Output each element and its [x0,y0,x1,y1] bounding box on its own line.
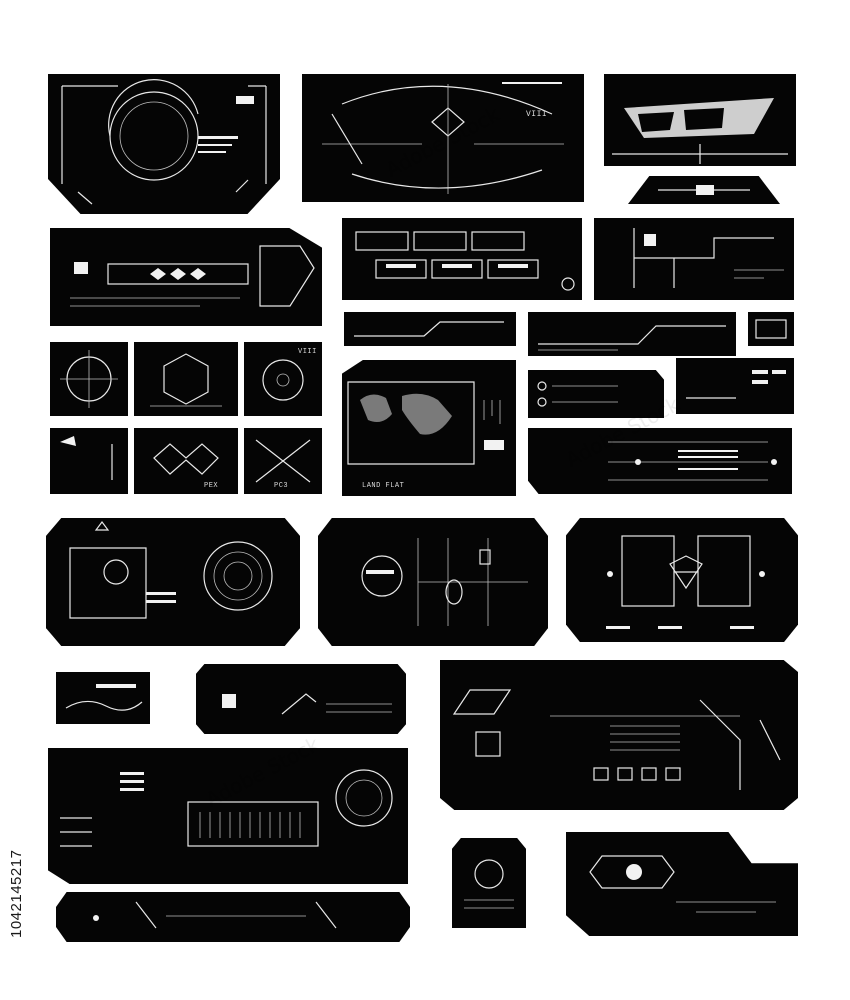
tile-4-graphic [60,436,113,480]
hud-panel-plot [318,518,548,646]
monitors-graphic [355,231,575,291]
hud-panel-hex-node [566,832,798,936]
hud-panel-octagon-gauge [48,74,280,214]
wide-card-graphic [222,693,392,715]
hud-panel-control-deck [48,748,408,884]
dashboard-graphic [452,689,781,790]
panel-tag: VIII [526,110,548,119]
hud-strip-b [528,312,736,356]
hud-tile-2 [134,342,238,416]
hud-panel-diamonds [50,228,322,326]
panel-caption: LAND FLAT [362,482,405,490]
hud-panel-world-map: LAND FLAT [342,360,516,496]
hud-panel-circuit [594,218,794,300]
hud-strip-a [344,312,516,346]
tile-6-graphic [255,439,311,483]
hud-panel-dashboard [440,660,798,810]
radar-graphic [69,521,273,619]
panel-tag: PC3 [274,482,289,490]
diamonds-graphic [70,245,315,307]
hud-tile-5: PEX [134,428,238,494]
plot-graphic [361,538,528,626]
tile-5-graphic [153,443,219,475]
strip-c-graphic [755,319,787,339]
hud-tile-4 [50,428,128,494]
hud-panel-bottom-bar [56,892,410,942]
hud-panel-indicators [528,370,664,418]
strip-b-graphic [538,325,726,351]
hud-panel-small-card [56,672,150,724]
hud-tile-3: VIII [244,342,322,416]
hud-panel-dotlines [528,428,792,494]
circuit-graphic [633,228,784,288]
bottom-bar-graphic [93,901,337,929]
indicators-graphic [537,381,618,407]
tile-3-graphic [262,359,304,401]
strip-a-graphic [354,321,504,337]
chart-mini-graphic [686,370,786,399]
hud-panel-navigation: VIII [302,74,584,202]
hud-panel-schematic [566,518,798,642]
hud-panel-slider-strip [628,176,780,204]
dotlines-graphic [608,441,777,481]
slider-graphic [658,185,750,195]
square-graphic [464,859,514,909]
hud-panel-terrain [604,74,796,166]
control-deck-graphic [60,769,393,847]
hex-node-graphic [589,855,776,913]
panel-tag: PEX [204,482,219,490]
schematic-graphic [606,535,765,629]
small-card-graphic [65,684,143,711]
hud-strip-c [748,312,794,346]
hud-panel-monitors [342,218,582,300]
gauge-graphic [61,79,267,205]
navigation-graphic [322,82,564,194]
hud-panel-wide-card [196,664,406,734]
hud-panel-chart-mini [676,358,794,414]
hud-panel-radar [46,518,300,646]
image-id-label: 1042145217 [8,849,25,938]
hud-tile-6: PC3 [244,428,322,494]
world-map-graphic [347,381,504,465]
terrain-graphic [612,98,788,164]
tile-1-graphic [60,350,118,408]
panel-tag: VIII [298,348,317,356]
hud-tile-1 [50,342,128,416]
tile-2-graphic [150,353,222,407]
hud-panel-square [452,838,526,928]
